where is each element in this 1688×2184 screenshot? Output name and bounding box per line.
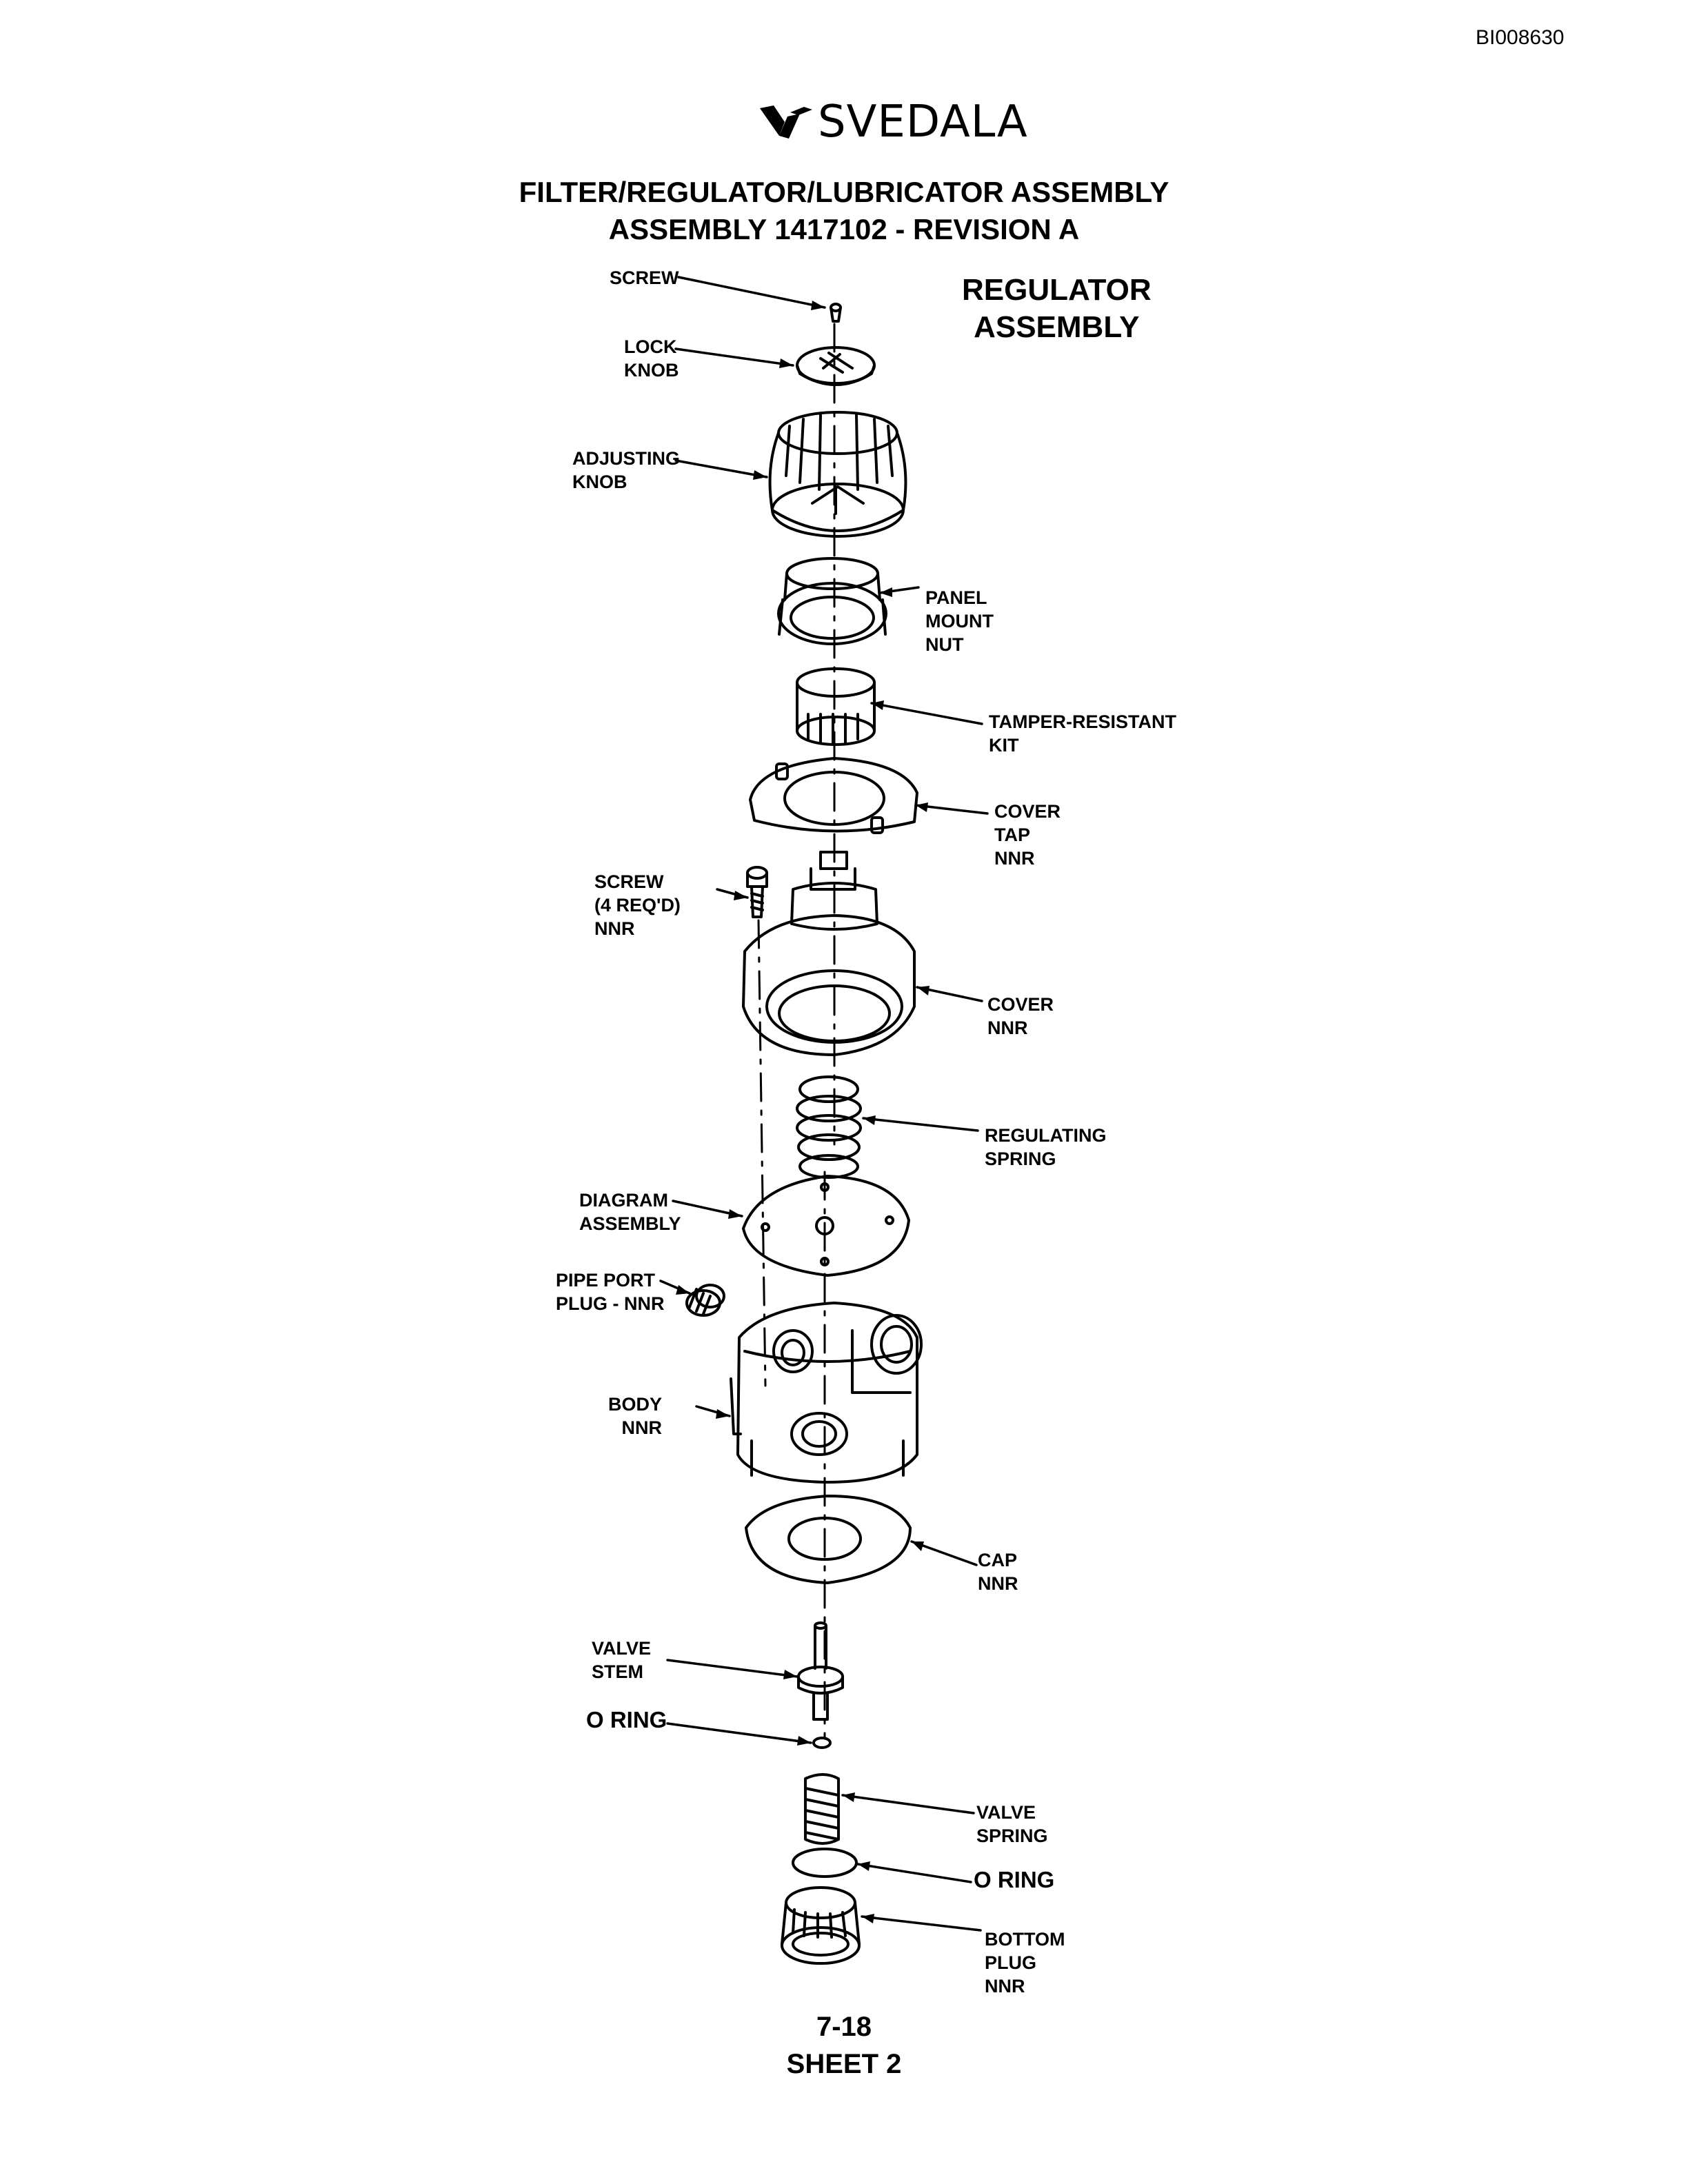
label-tamper-resistant-kit: TAMPER-RESISTANT KIT xyxy=(989,711,1176,756)
label-o-ring-1: O RING xyxy=(586,1707,667,1732)
document-title: FILTER/REGULATOR/LUBRICATOR ASSEMBLY xyxy=(519,176,1169,208)
cap-part xyxy=(745,1495,912,1584)
o-ring-2-part xyxy=(792,1848,858,1878)
label-screw-4: SCREW (4 REQ'D) NNR xyxy=(594,871,681,939)
label-lock-knob: LOCK KNOB xyxy=(624,336,679,381)
section-title: REGULATOR ASSEMBLY xyxy=(962,272,1152,346)
panel-mount-nut-part xyxy=(777,557,887,645)
label-body: BODY NNR xyxy=(608,1394,663,1438)
label-panel-mount-nut: PANEL MOUNT NUT xyxy=(925,587,994,655)
bottom-plug-part xyxy=(781,1886,861,1965)
body-part xyxy=(730,1302,923,1484)
logo-text: SVEDALA xyxy=(818,97,1028,148)
label-cover: COVER NNR xyxy=(987,994,1054,1038)
assembly-number: ASSEMBLY 1417102 - REVISION A xyxy=(608,213,1080,245)
tamper-resistant-kit-part xyxy=(796,667,876,746)
valve-spring-part xyxy=(804,1773,840,1845)
adjusting-knob-part xyxy=(768,411,907,538)
svedala-mark-icon xyxy=(760,105,812,139)
lock-knob-part xyxy=(796,346,876,386)
label-cap: CAP NNR xyxy=(978,1550,1018,1594)
label-valve-stem: VALVE STEM xyxy=(592,1638,652,1682)
label-pipe-port-plug: PIPE PORT PLUG - NNR xyxy=(556,1270,665,1314)
page-number: 7-18 xyxy=(816,2012,872,2042)
o-ring-1-part xyxy=(812,1737,832,1749)
label-diagram-assembly: DIAGRAM ASSEMBLY xyxy=(579,1190,681,1234)
label-cover-tap: COVER TAP NNR xyxy=(994,801,1061,869)
valve-stem-part xyxy=(797,1621,844,1721)
label-regulating-spring: REGULATING SPRING xyxy=(985,1125,1107,1169)
label-o-ring-2: O RING xyxy=(974,1867,1055,1892)
cover-part xyxy=(742,851,916,1056)
sheet-label: SHEET 2 xyxy=(786,2049,902,2079)
label-adjusting-knob: ADJUSTING KNOB xyxy=(572,448,681,492)
label-screw-top: SCREW xyxy=(610,267,679,288)
label-bottom-plug: BOTTOM PLUG NNR xyxy=(985,1929,1065,1996)
leader-arrowheads xyxy=(676,301,930,1923)
diagram-assembly-part xyxy=(742,1175,910,1277)
screw-top-part xyxy=(830,303,842,323)
document-id: BI008630 xyxy=(1476,26,1565,49)
section-title-line2: ASSEMBLY xyxy=(974,310,1140,344)
label-valve-spring: VALVE SPRING xyxy=(976,1802,1048,1846)
regulating-spring-part xyxy=(796,1075,862,1179)
section-title-line1: REGULATOR xyxy=(962,273,1152,307)
cover-tap-part xyxy=(749,757,918,834)
svedala-logo: SVEDALA xyxy=(758,97,1028,148)
pipe-port-plug-part xyxy=(685,1284,725,1317)
screw-4-part xyxy=(746,866,768,918)
